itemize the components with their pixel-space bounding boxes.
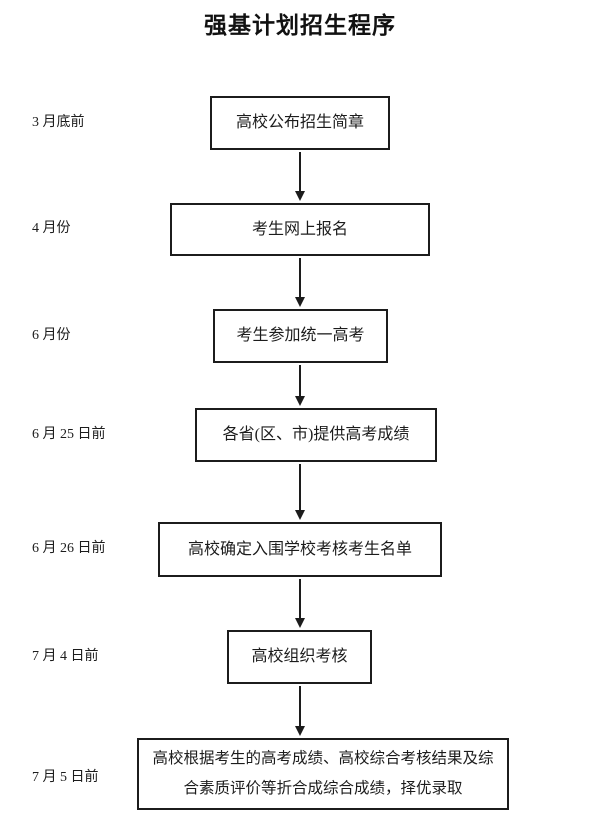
timeline-date-7: 7 月 5 日前 [32, 770, 99, 785]
timeline-date-3: 6 月份 [32, 328, 71, 343]
flow-step-announce-brochure: 高校公布招生简章 [210, 96, 390, 150]
flow-arrow-down-2 [294, 258, 306, 307]
flow-arrow-down-1 [294, 152, 306, 201]
arrow-down-icon [295, 726, 305, 736]
flow-arrow-down-5 [294, 579, 306, 628]
arrow-down-icon [295, 396, 305, 406]
flow-arrow-down-3 [294, 365, 306, 406]
arrow-shaft [299, 258, 301, 297]
flow-step-label: 考生网上报名 [251, 220, 348, 238]
flow-step-shortlist: 高校确定入围学校考核考生名单 [158, 522, 442, 577]
arrow-shaft [299, 579, 301, 618]
arrow-shaft [299, 464, 301, 510]
timeline-date-1: 3 月底前 [32, 115, 85, 130]
flow-step-unified-exam: 考生参加统一高考 [213, 309, 388, 363]
flow-arrow-down-4 [294, 464, 306, 520]
arrow-down-icon [295, 618, 305, 628]
flow-step-label: 高校根据考生的高考成绩、高校综合考核结果及综合素质评价等折合成综合成绩，择优录取 [152, 750, 494, 797]
timeline-date-4: 6 月 25 日前 [32, 427, 106, 442]
flow-step-label: 高校公布招生简章 [235, 114, 364, 131]
timeline-date-2: 4 月份 [32, 221, 71, 236]
arrow-shaft [299, 686, 301, 726]
flow-step-label: 考生参加统一高考 [236, 327, 365, 344]
flow-step-label: 高校组织考核 [251, 648, 348, 665]
arrow-shaft [299, 365, 301, 396]
flow-step-university-assessment: 高校组织考核 [227, 630, 372, 684]
arrow-down-icon [295, 297, 305, 307]
arrow-down-icon [295, 510, 305, 520]
flow-step-provide-scores: 各省(区、市)提供高考成绩 [195, 408, 437, 462]
arrow-down-icon [295, 191, 305, 201]
flow-arrow-down-6 [294, 686, 306, 736]
timeline-date-5: 6 月 26 日前 [32, 541, 106, 556]
flow-step-label: 各省(区、市)提供高考成绩 [222, 426, 410, 443]
page-title: 强基计划招生程序 [204, 12, 396, 38]
flow-step-final-admission: 高校根据考生的高考成绩、高校综合考核结果及综合素质评价等折合成综合成绩，择优录取 [137, 738, 509, 810]
arrow-shaft [299, 152, 301, 191]
flow-step-online-registration: 考生网上报名 [170, 203, 430, 256]
flow-step-label: 高校确定入围学校考核考生名单 [187, 540, 412, 558]
timeline-date-6: 7 月 4 日前 [32, 649, 99, 664]
